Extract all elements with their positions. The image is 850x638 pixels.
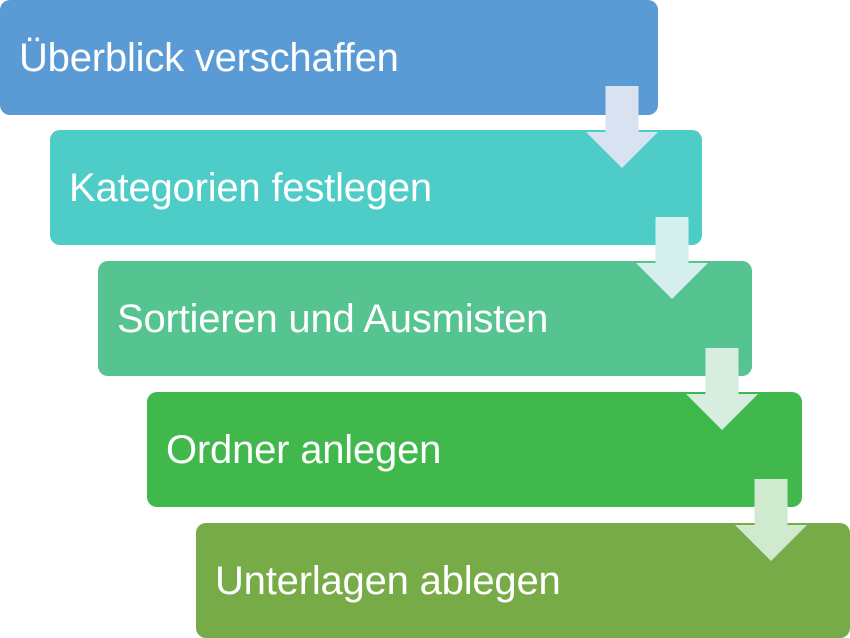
process-step-4-label: Ordner anlegen bbox=[166, 427, 442, 472]
process-step-1-label: Überblick verschaffen bbox=[19, 35, 399, 80]
process-step-3-label: Sortieren und Ausmisten bbox=[117, 296, 549, 341]
process-step-2-label: Kategorien festlegen bbox=[69, 165, 432, 210]
process-step-4[interactable]: Ordner anlegen bbox=[147, 392, 802, 507]
process-step-3[interactable]: Sortieren und Ausmisten bbox=[98, 261, 752, 376]
process-step-5[interactable]: Unterlagen ablegen bbox=[196, 523, 850, 638]
process-step-1[interactable]: Überblick verschaffen bbox=[0, 0, 658, 115]
process-step-2[interactable]: Kategorien festlegen bbox=[50, 130, 702, 245]
process-step-5-label: Unterlagen ablegen bbox=[215, 558, 561, 603]
